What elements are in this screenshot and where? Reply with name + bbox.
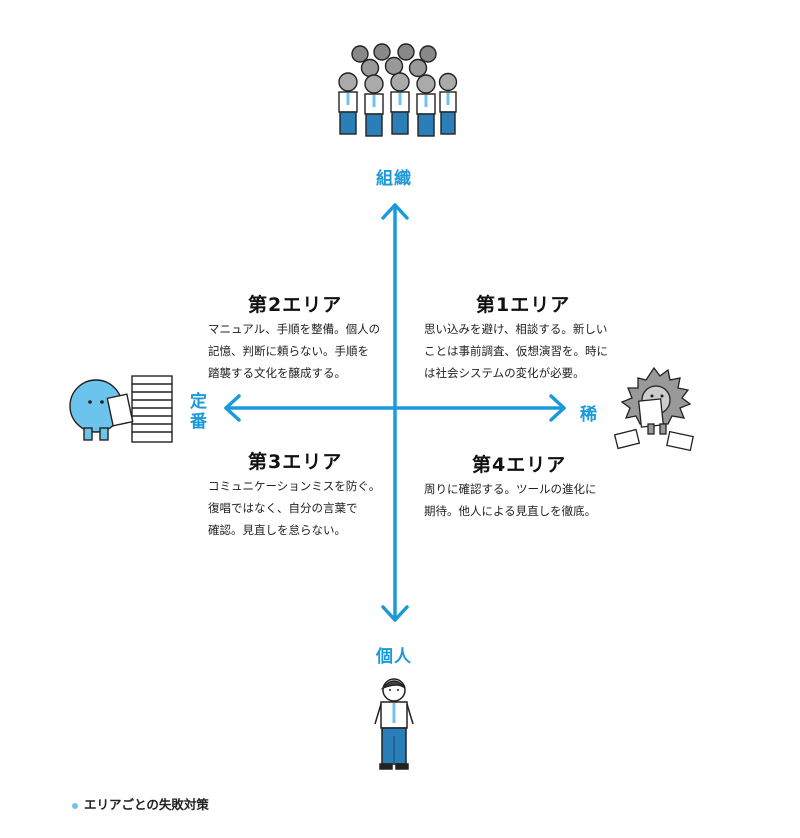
quadrant-4-title: 第4エリア: [472, 454, 567, 476]
quadrant-2-title: 第2エリア: [248, 294, 343, 316]
quadrant-2-text: マニュアル、手順を整備。個人の 記憶、判断に頼らない。手順を 踏襲する文化を醸成…: [208, 322, 381, 380]
axis-label-right: 稀: [580, 405, 598, 425]
blue-character-with-papers-icon: [69, 375, 173, 443]
hedgehog-character-reading-icon: [613, 366, 694, 452]
axis-label-bottom: 個人: [376, 647, 412, 667]
bullet-dot-icon: [72, 802, 78, 809]
quadrant-4-text: 周りに確認する。ツールの進化に 期待。他人による見直しを徹底。: [424, 482, 597, 518]
axis-label-top: 組織: [376, 169, 412, 189]
quadrant-1-title: 第1エリア: [476, 294, 571, 316]
group-of-people-icon: [338, 43, 458, 137]
single-person-icon: [374, 678, 414, 770]
axis-label-left: 定番: [190, 392, 208, 432]
quadrant-3-title: 第3エリア: [248, 451, 343, 473]
quadrant-1-text: 思い込みを避け、相談する。新しい ことは事前調査、仮想演習を。時に は社会システ…: [424, 322, 608, 380]
figure-caption: エリアごとの失敗対策: [72, 794, 209, 813]
quadrant-3-text: コミュニケーションミスを防ぐ。 復唱ではなく、自分の言葉で 確認。見直しを怠らな…: [208, 479, 381, 537]
figure-caption-text: エリアごとの失敗対策: [84, 797, 209, 812]
